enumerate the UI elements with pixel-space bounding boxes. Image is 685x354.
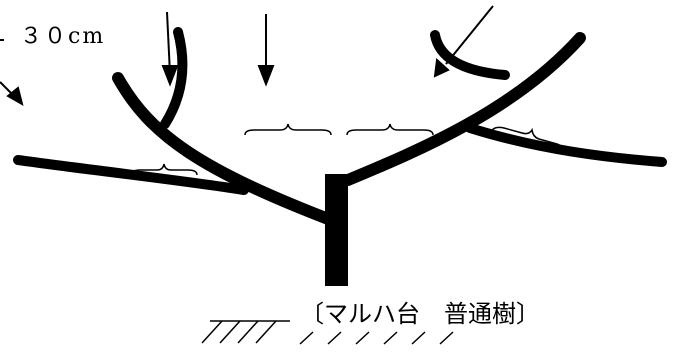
brace-center-left [244,123,332,136]
ground-hatching [201,320,454,345]
measure-label: ３０cm [20,24,106,49]
branch-left-scaffold [112,72,342,228]
arrow-left-edge [0,81,24,107]
brace-center-right [346,123,434,136]
trunk [325,174,348,286]
shoot-upper-right [430,30,510,80]
diagram-caption: 〔マルハ台 普通樹〕 [300,300,540,328]
branch-lower-left [13,155,249,195]
arrow-top-right [433,5,494,78]
shoot-upper-left [160,27,188,129]
arrow-top-left [161,11,179,87]
branch-right-scaffold [342,32,586,186]
arrow-top-center [257,14,275,87]
branch-lower-right [465,123,667,167]
brace-right [491,126,566,153]
brace-left [130,163,198,176]
